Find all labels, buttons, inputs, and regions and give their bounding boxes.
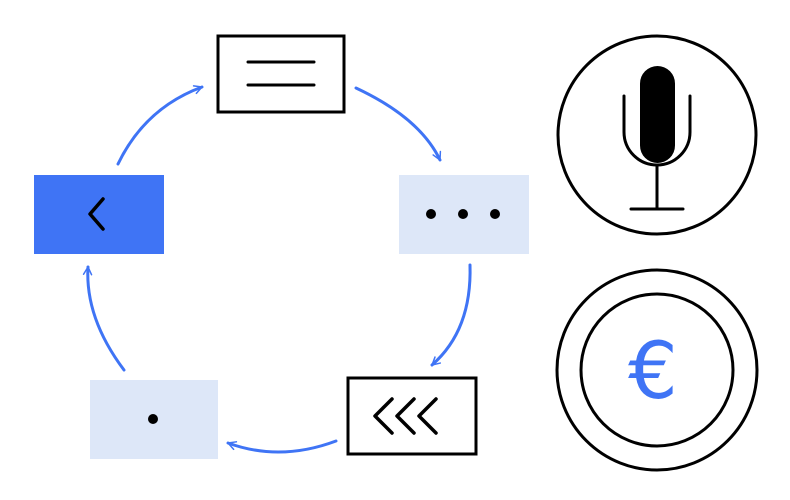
arrow-dot-to-back: [82, 265, 126, 372]
arrow-ellipsis-to-chevrons: [430, 263, 472, 367]
euro-coin-icon: €: [628, 327, 678, 417]
arrow-chevrons-to-dot: [226, 439, 338, 454]
menu-lines-icon: [246, 60, 316, 87]
triple-chevron-card: [346, 376, 478, 456]
microphone-icon: [622, 66, 692, 211]
arrow-menu-to-ellipsis: [354, 86, 442, 162]
triple-chevron-left-icon: [373, 397, 438, 435]
back-card: [34, 175, 164, 254]
dot-icon: [148, 414, 158, 424]
ellipsis-card: [399, 175, 529, 254]
ellipsis-icon: [426, 209, 500, 219]
cycle-arrows: [82, 85, 472, 454]
chevron-left-icon: [88, 197, 105, 231]
arrow-back-to-menu: [116, 85, 204, 166]
euro-coin-badge: €: [555, 268, 759, 472]
microphone-badge: [556, 34, 758, 236]
dot-card: [90, 380, 218, 459]
menu-card: [216, 34, 346, 114]
